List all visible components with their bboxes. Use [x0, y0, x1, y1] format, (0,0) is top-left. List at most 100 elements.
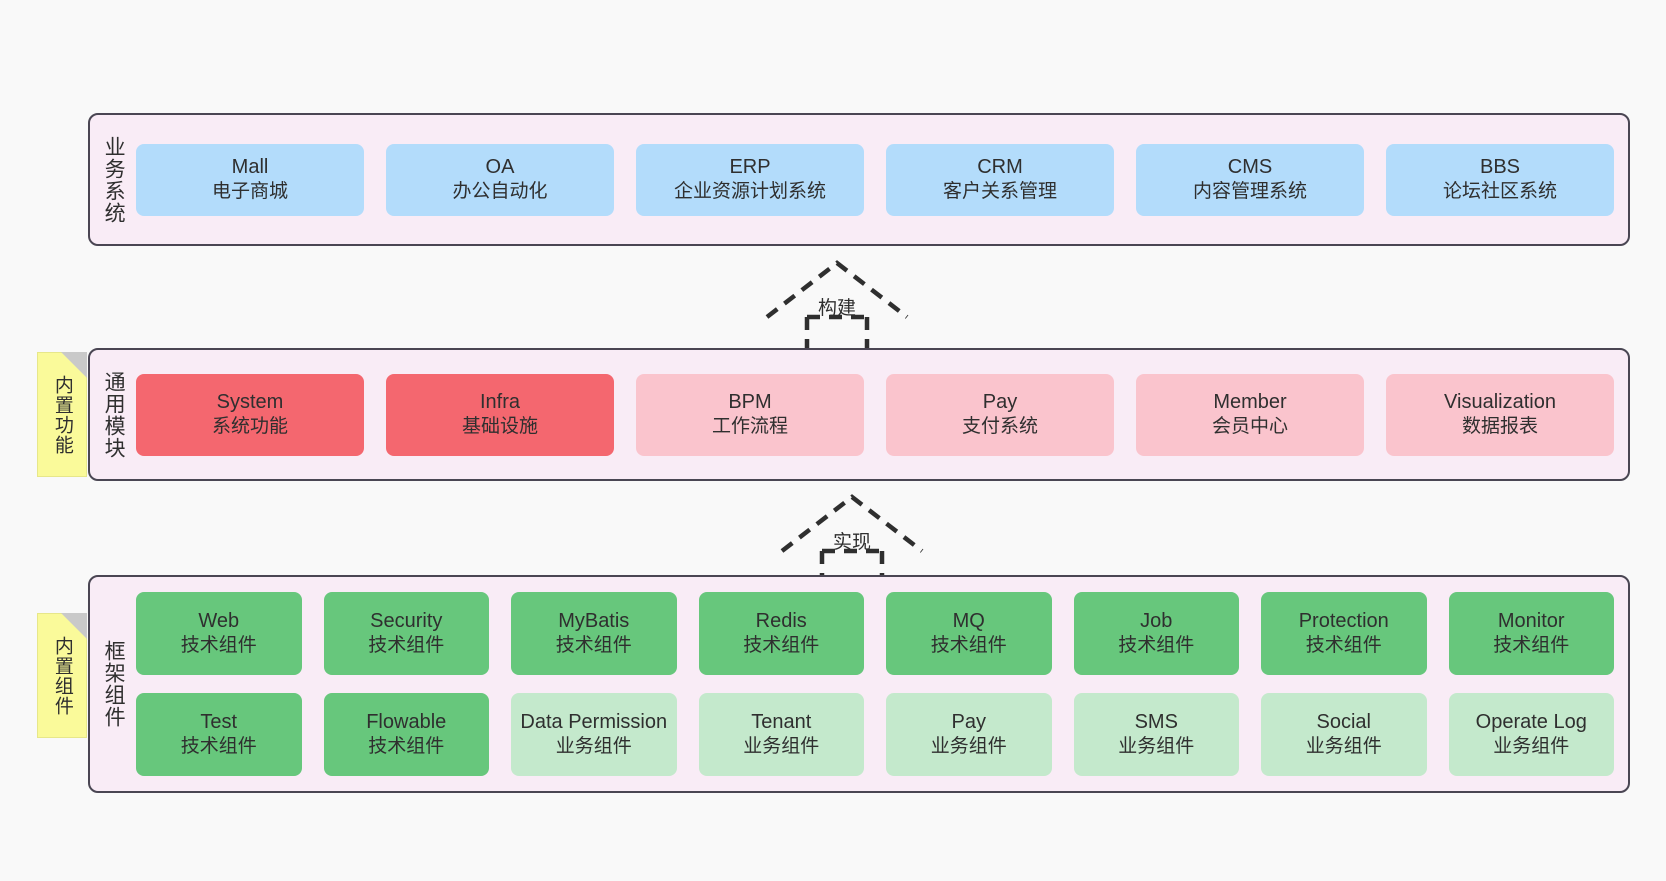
node-mall-en: Mall — [231, 155, 269, 178]
arrow-realize: 实现 — [772, 489, 932, 589]
node-job[interactable]: Job 技术组件 — [1073, 592, 1239, 675]
node-flowable-cn: 技术组件 — [368, 736, 445, 758]
node-bbs[interactable]: BBS 论坛社区系统 — [1386, 143, 1614, 216]
layer-business-systems: 业务系统 Mall 电子商城 OA 办公自动化 ERP 企业资源计划系统 CRM… — [88, 113, 1630, 246]
note-built-in-components: 内置组件 — [37, 613, 87, 738]
note-built-in-functions: 内置功能 — [37, 352, 87, 477]
node-mq[interactable]: MQ 技术组件 — [886, 592, 1052, 675]
node-flowable[interactable]: Flowable 技术组件 — [323, 693, 489, 776]
node-member-cn: 会员中心 — [1211, 416, 1288, 438]
node-erp[interactable]: ERP 企业资源计划系统 — [636, 143, 864, 216]
node-security-en: Security — [370, 609, 443, 632]
node-oa-en: OA — [485, 155, 515, 178]
node-cms-cn: 内容管理系统 — [1192, 181, 1307, 203]
node-test-cn: 技术组件 — [180, 736, 257, 758]
layer-common-modules: 通用模块 System 系统功能 Infra 基础设施 BPM 工作流程 Pay… — [88, 348, 1630, 481]
row-common-modules: System 系统功能 Infra 基础设施 BPM 工作流程 Pay 支付系统… — [136, 373, 1614, 456]
node-operate-log[interactable]: Operate Log 业务组件 — [1448, 693, 1614, 776]
node-system-cn: 系统功能 — [211, 416, 288, 438]
node-social[interactable]: Social 业务组件 — [1261, 693, 1427, 776]
node-cms-en: CMS — [1227, 155, 1273, 178]
node-mybatis[interactable]: MyBatis 技术组件 — [511, 592, 677, 675]
node-tenant[interactable]: Tenant 业务组件 — [698, 693, 864, 776]
layer-body-business-systems: Mall 电子商城 OA 办公自动化 ERP 企业资源计划系统 CRM 客户关系… — [136, 115, 1628, 244]
node-crm-en: CRM — [977, 155, 1023, 178]
node-infra-en: Infra — [479, 390, 521, 413]
arrow-realize-label: 实现 — [832, 532, 871, 553]
node-sms-en: SMS — [1134, 710, 1178, 733]
node-visualization-cn: 数据报表 — [1461, 416, 1538, 438]
node-data-permission-cn: 业务组件 — [555, 736, 632, 758]
node-visualization[interactable]: Visualization 数据报表 — [1386, 373, 1614, 456]
node-oa[interactable]: OA 办公自动化 — [386, 143, 614, 216]
node-test-en: Test — [200, 710, 238, 733]
node-protection[interactable]: Protection 技术组件 — [1261, 592, 1427, 675]
node-cms[interactable]: CMS 内容管理系统 — [1136, 143, 1364, 216]
node-mq-en: MQ — [952, 609, 985, 632]
node-bpm-en: BPM — [728, 390, 772, 413]
node-security-cn: 技术组件 — [368, 635, 445, 657]
row-tech-components: Web 技术组件 Security 技术组件 MyBatis 技术组件 Redi… — [136, 592, 1614, 675]
node-redis[interactable]: Redis 技术组件 — [698, 592, 864, 675]
node-oa-cn: 办公自动化 — [452, 181, 548, 203]
node-crm-cn: 客户关系管理 — [942, 181, 1057, 203]
node-data-permission-en: Data Permission — [520, 710, 668, 733]
node-system-en: System — [216, 390, 284, 413]
node-erp-cn: 企业资源计划系统 — [673, 181, 826, 203]
layer-title-business-systems: 业务系统 — [102, 135, 126, 224]
node-sms[interactable]: SMS 业务组件 — [1073, 693, 1239, 776]
node-pay-module-cn: 支付系统 — [961, 416, 1038, 438]
row-business-components: Test 技术组件 Flowable 技术组件 Data Permission … — [136, 693, 1614, 776]
node-infra[interactable]: Infra 基础设施 — [386, 373, 614, 456]
node-pay-component[interactable]: Pay 业务组件 — [886, 693, 1052, 776]
node-protection-cn: 技术组件 — [1305, 635, 1382, 657]
node-monitor-cn: 技术组件 — [1493, 635, 1570, 657]
node-erp-en: ERP — [729, 155, 771, 178]
node-test[interactable]: Test 技术组件 — [136, 693, 302, 776]
node-redis-cn: 技术组件 — [743, 635, 820, 657]
node-bbs-cn: 论坛社区系统 — [1442, 181, 1557, 203]
layer-title-framework-components: 框架组件 — [102, 640, 126, 728]
node-tenant-cn: 业务组件 — [743, 736, 820, 758]
node-security[interactable]: Security 技术组件 — [323, 592, 489, 675]
node-mybatis-cn: 技术组件 — [555, 635, 632, 657]
node-social-cn: 业务组件 — [1305, 736, 1382, 758]
node-monitor-en: Monitor — [1497, 609, 1565, 632]
arrow-build: 构建 — [757, 255, 917, 355]
node-bpm[interactable]: BPM 工作流程 — [636, 373, 864, 456]
node-member[interactable]: Member 会员中心 — [1136, 373, 1364, 456]
note-built-in-functions-label: 内置功能 — [51, 374, 73, 455]
node-redis-en: Redis — [755, 609, 807, 632]
node-bbs-en: BBS — [1479, 155, 1521, 178]
node-bpm-cn: 工作流程 — [711, 416, 788, 438]
node-pay-component-cn: 业务组件 — [930, 736, 1007, 758]
node-protection-en: Protection — [1298, 609, 1389, 632]
node-web-cn: 技术组件 — [180, 635, 257, 657]
node-mall-cn: 电子商城 — [211, 181, 288, 203]
node-system[interactable]: System 系统功能 — [136, 373, 364, 456]
node-crm[interactable]: CRM 客户关系管理 — [886, 143, 1114, 216]
node-operate-log-en: Operate Log — [1475, 710, 1587, 733]
node-tenant-en: Tenant — [751, 710, 812, 733]
node-web-en: Web — [198, 609, 240, 632]
layer-body-framework-components: Web 技术组件 Security 技术组件 MyBatis 技术组件 Redi… — [136, 577, 1628, 791]
node-visualization-en: Visualization — [1444, 390, 1556, 413]
node-pay-component-en: Pay — [951, 710, 986, 733]
node-social-en: Social — [1316, 710, 1371, 733]
node-monitor[interactable]: Monitor 技术组件 — [1448, 592, 1614, 675]
layer-framework-components: 框架组件 Web 技术组件 Security 技术组件 MyBatis 技术组件… — [88, 575, 1630, 793]
row-business-systems: Mall 电子商城 OA 办公自动化 ERP 企业资源计划系统 CRM 客户关系… — [136, 143, 1614, 216]
node-mybatis-en: MyBatis — [558, 609, 630, 632]
note-built-in-components-label: 内置组件 — [51, 635, 73, 716]
node-web[interactable]: Web 技术组件 — [136, 592, 302, 675]
arrow-build-label: 构建 — [817, 298, 856, 319]
note-fold-icon — [61, 613, 87, 639]
node-operate-log-cn: 业务组件 — [1493, 736, 1570, 758]
node-pay-module[interactable]: Pay 支付系统 — [886, 373, 1114, 456]
node-data-permission[interactable]: Data Permission 业务组件 — [511, 693, 677, 776]
node-sms-cn: 业务组件 — [1118, 736, 1195, 758]
node-mall[interactable]: Mall 电子商城 — [136, 143, 364, 216]
layer-body-common-modules: System 系统功能 Infra 基础设施 BPM 工作流程 Pay 支付系统… — [136, 350, 1628, 479]
node-infra-cn: 基础设施 — [461, 416, 538, 438]
